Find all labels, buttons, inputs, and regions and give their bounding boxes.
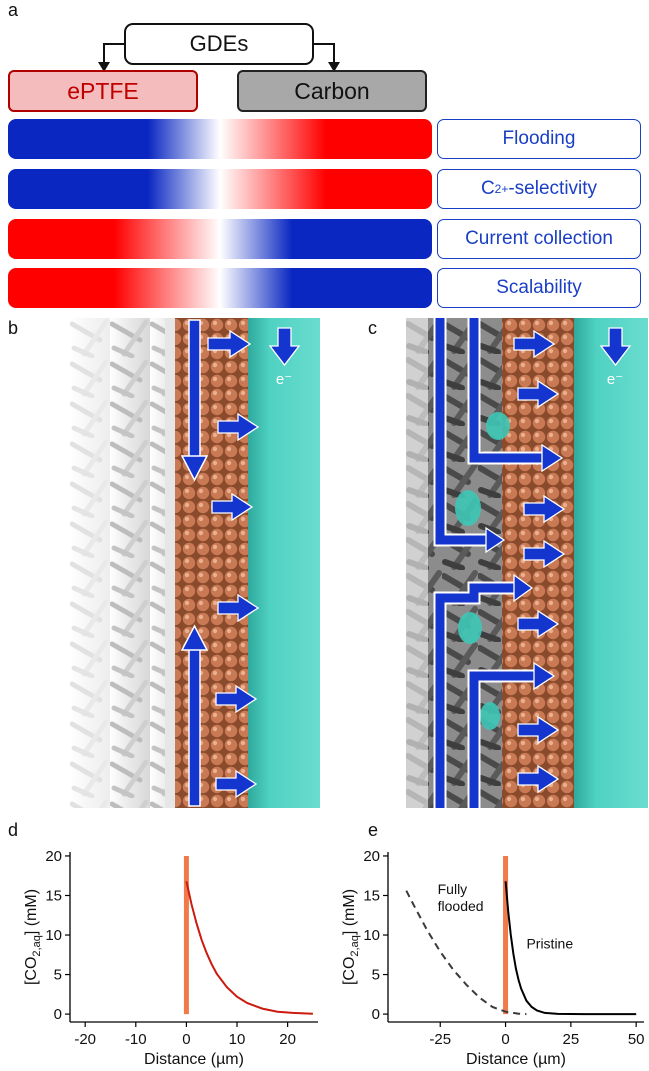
carbon-gde-schematic: e⁻ bbox=[406, 318, 648, 808]
y-tick-label: 10 bbox=[45, 927, 62, 944]
x-tick-label: -10 bbox=[125, 1031, 147, 1048]
current-collection-label: Current collection bbox=[465, 228, 613, 249]
electron-label-c: e⁻ bbox=[607, 371, 623, 388]
panel-d-letter: d bbox=[8, 820, 19, 840]
eptfe-gde-schematic: e⁻ bbox=[70, 318, 320, 808]
x-axis-label: Distance (µm) bbox=[144, 1051, 244, 1068]
eptfe-label: ePTFE bbox=[67, 77, 139, 104]
flooding-label: Flooding bbox=[502, 128, 576, 149]
panel-e-letter: e bbox=[368, 820, 379, 840]
x-tick-label: -25 bbox=[429, 1031, 451, 1048]
y-tick-label: 10 bbox=[363, 927, 380, 944]
series-line bbox=[504, 881, 637, 1016]
x-tick-label: -20 bbox=[74, 1031, 96, 1048]
scalability-gradient-bar bbox=[8, 268, 432, 308]
y-axis-label: [CO2,aq] (mM) bbox=[341, 889, 361, 985]
gdes-label-box: GDEs bbox=[124, 23, 314, 65]
y-axis-label: [CO2,aq] (mM) bbox=[23, 889, 43, 985]
flooding-gradient-bar bbox=[8, 119, 432, 159]
gdes-label: GDEs bbox=[189, 31, 249, 56]
scalability-label: Scalability bbox=[496, 277, 582, 298]
y-tick-label: 5 bbox=[372, 967, 380, 984]
x-tick-label: 25 bbox=[563, 1031, 580, 1048]
x-tick-label: 50 bbox=[628, 1031, 645, 1048]
y-tick-label: 15 bbox=[45, 887, 62, 904]
selectivity-label-sub: 2+ bbox=[494, 182, 509, 196]
current-collection-label-box: Current collection bbox=[437, 219, 641, 259]
scalability-label-box: Scalability bbox=[437, 268, 641, 308]
y-tick-label: 20 bbox=[363, 848, 380, 865]
y-axis-label-rest: ] (mM) bbox=[341, 889, 358, 935]
x-tick-label: 20 bbox=[279, 1031, 296, 1048]
current-collection-gradient-bar bbox=[8, 219, 432, 259]
selectivity-label-rest: -selectivity bbox=[508, 178, 598, 199]
annotation-label: Pristine bbox=[526, 935, 573, 951]
selectivity-label-main: C bbox=[480, 178, 495, 199]
y-tick-label: 5 bbox=[54, 967, 62, 984]
x-tick-label: 0 bbox=[182, 1031, 190, 1048]
panel-b-letter: b bbox=[8, 318, 19, 338]
panel-c-letter: c bbox=[368, 318, 377, 338]
y-tick-label: 15 bbox=[363, 887, 380, 904]
y-axis-label-rest: ] (mM) bbox=[23, 889, 40, 935]
series-line bbox=[405, 890, 527, 1016]
y-axis-label-sub: 2,aq bbox=[31, 935, 43, 956]
x-tick-label: 10 bbox=[229, 1031, 246, 1048]
y-axis-label-sub: 2,aq bbox=[349, 935, 361, 956]
y-axis-label-main: [CO bbox=[23, 957, 40, 985]
series-line bbox=[185, 881, 313, 1015]
y-tick-label: 20 bbox=[45, 848, 62, 865]
electron-label-b: e⁻ bbox=[276, 371, 292, 388]
panel-a-letter: a bbox=[8, 0, 19, 20]
flooding-label-box: Flooding bbox=[437, 119, 641, 159]
eptfe-box: ePTFE bbox=[8, 70, 198, 112]
x-axis-label: Distance (µm) bbox=[466, 1051, 566, 1068]
carbon-box: Carbon bbox=[237, 70, 427, 112]
y-tick-label: 0 bbox=[54, 1006, 62, 1023]
annotation-label: Fully bbox=[438, 881, 468, 897]
x-tick-label: 0 bbox=[501, 1031, 509, 1048]
selectivity-gradient-bar bbox=[8, 169, 432, 209]
annotation-label: flooded bbox=[438, 898, 484, 914]
gdes-branch-arrows bbox=[98, 43, 340, 72]
y-tick-label: 0 bbox=[372, 1006, 380, 1023]
y-axis-label-main: [CO bbox=[341, 957, 358, 985]
carbon-label: Carbon bbox=[294, 77, 370, 104]
